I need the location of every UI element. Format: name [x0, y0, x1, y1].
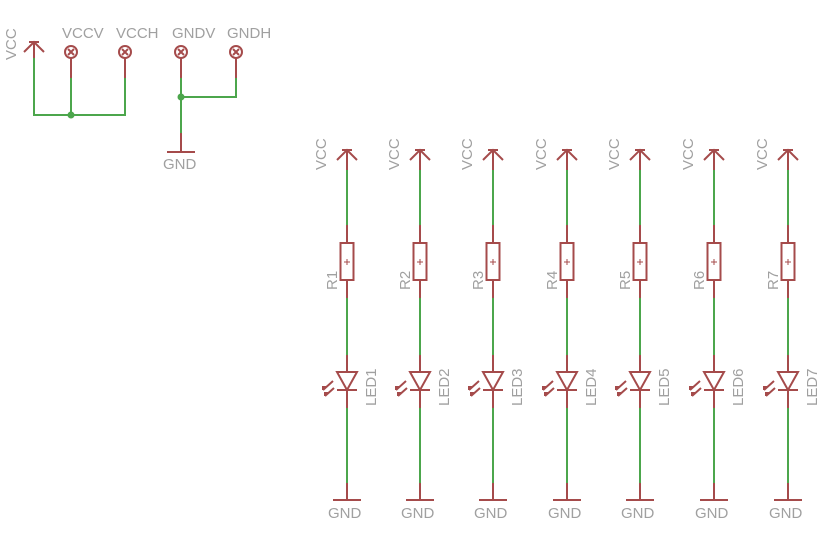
resistor-icon: [780, 242, 796, 281]
ground-label: GND: [401, 505, 435, 522]
resistor-icon: [559, 242, 575, 281]
led-label: LED1: [363, 368, 380, 406]
vcc-net-wire: [33, 58, 126, 116]
pad-cross-icon: [67, 48, 75, 56]
resistor-label: R3: [470, 271, 487, 290]
led-label: LED7: [804, 368, 821, 406]
resistor-icon: [339, 242, 355, 281]
led-label: LED4: [583, 368, 600, 406]
resistor-plus-icon: [564, 259, 570, 265]
light-emission-icon: [689, 380, 702, 397]
resistor-label: R6: [691, 271, 708, 290]
pad-cross-icon: [177, 48, 185, 56]
connector-vccv: VCCV: [62, 25, 104, 78]
led-label: LED3: [509, 368, 526, 406]
light-emission-icon: [763, 380, 776, 397]
vcc-label: VCC: [680, 138, 697, 170]
pad-cross-icon: [232, 48, 240, 56]
vcc-arrow-icon: [703, 148, 725, 170]
resistor-icon: [412, 242, 428, 281]
connector-gndv: GNDV: [172, 25, 215, 78]
vcc-arrow-icon: [482, 148, 504, 170]
ground-label: GND: [695, 505, 729, 522]
resistor-icon: [706, 242, 722, 281]
resistor-plus-icon: [637, 259, 643, 265]
vcc-arrow-icon: [336, 148, 358, 170]
vcc-label: VCC: [533, 138, 550, 170]
gnd-net-wire: [180, 78, 237, 133]
resistor-plus-icon: [417, 259, 423, 265]
led-diode-icon: [335, 371, 359, 393]
ground-symbol-icon: [167, 133, 195, 153]
resistor-plus-icon: [344, 259, 350, 265]
junction-dot: [177, 93, 185, 101]
resistor-label: R7: [765, 271, 782, 290]
vcc-label: VCC: [606, 138, 623, 170]
led-label: LED2: [436, 368, 453, 406]
resistor-plus-icon: [785, 259, 791, 265]
connector-label: VCCV: [62, 25, 104, 42]
junction-dot: [67, 111, 75, 119]
resistor-label: R5: [617, 271, 634, 290]
power-header-group: VCC GND: [3, 28, 237, 173]
resistor-icon: [485, 242, 501, 281]
vcc-arrow-icon: [777, 148, 799, 170]
resistor-plus-icon: [490, 259, 496, 265]
vcc-label: VCC: [754, 138, 771, 170]
led-diode-icon: [555, 371, 579, 393]
connector-gndh: GNDH: [227, 25, 271, 78]
resistor-label: R2: [397, 271, 414, 290]
ground-label: GND: [769, 505, 803, 522]
light-emission-icon: [322, 380, 335, 397]
ground-label: GND: [621, 505, 655, 522]
led-diode-icon: [776, 371, 800, 393]
vcc-label: VCC: [3, 28, 20, 60]
led-diode-icon: [481, 371, 505, 393]
led-diode-icon: [408, 371, 432, 393]
vcc-label: VCC: [313, 138, 330, 170]
light-emission-icon: [468, 380, 481, 397]
pad-cross-icon: [121, 48, 129, 56]
resistor-label: R1: [324, 271, 341, 290]
resistor-icon: [632, 242, 648, 281]
ground-label: GND: [328, 505, 362, 522]
connector-label: GNDV: [172, 25, 215, 42]
vcc-arrow-icon: [409, 148, 431, 170]
connector-vcch: VCCH: [116, 25, 159, 78]
led-label: LED6: [730, 368, 747, 406]
ground-label: GND: [548, 505, 582, 522]
connector-label: GNDH: [227, 25, 271, 42]
ground-label: GND: [163, 156, 197, 173]
led-label: LED5: [656, 368, 673, 406]
ground-label: GND: [474, 505, 508, 522]
led-diode-icon: [628, 371, 652, 393]
light-emission-icon: [395, 380, 408, 397]
light-emission-icon: [542, 380, 555, 397]
vcc-arrow-icon: [556, 148, 578, 170]
connector-label: VCCH: [116, 25, 159, 42]
vcc-label: VCC: [459, 138, 476, 170]
resistor-label: R4: [544, 271, 561, 290]
vcc-label: VCC: [386, 138, 403, 170]
resistor-plus-icon: [711, 259, 717, 265]
light-emission-icon: [615, 380, 628, 397]
vcc-arrow-icon: [629, 148, 651, 170]
led-diode-icon: [702, 371, 726, 393]
